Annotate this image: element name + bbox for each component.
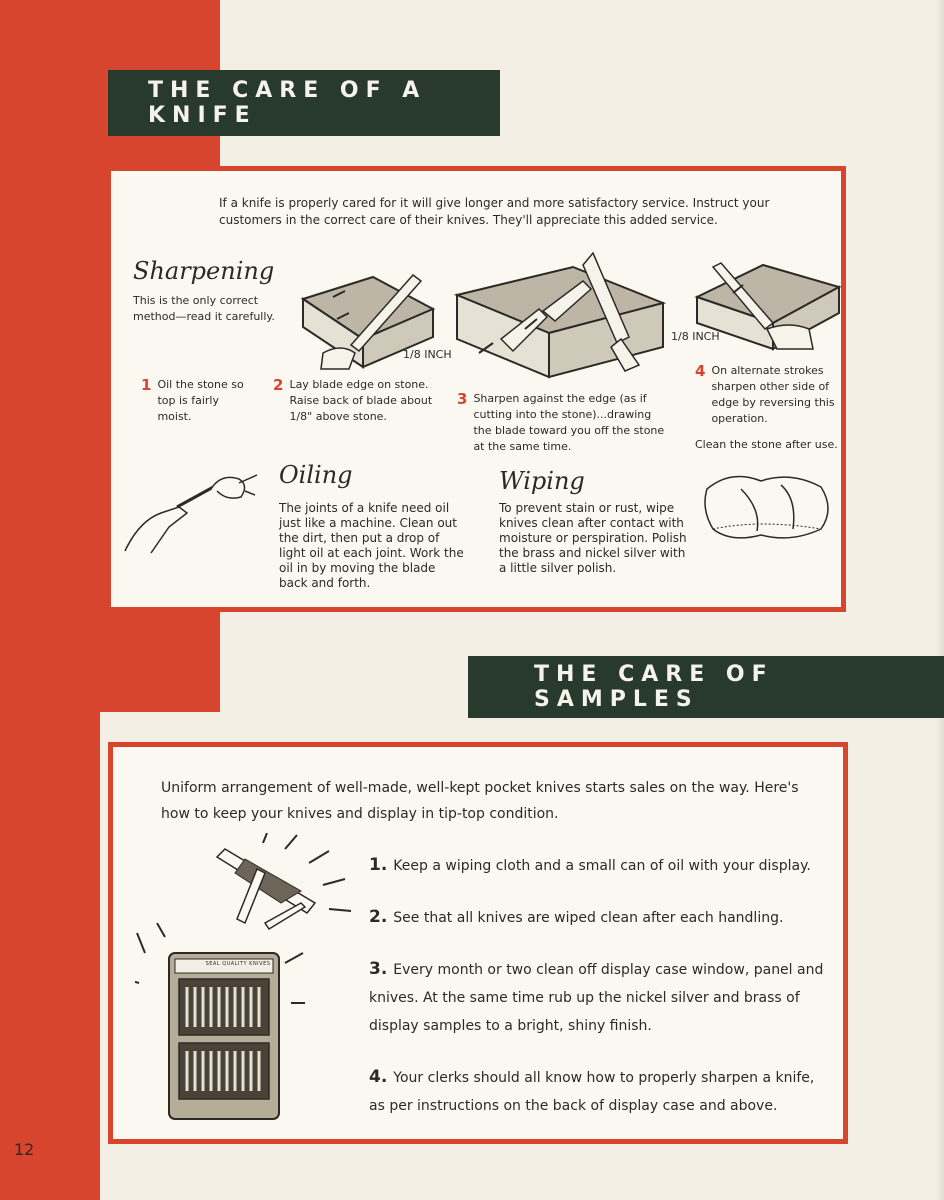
sample-item-3: 3.Every month or two clean off display c… <box>369 955 829 1040</box>
item-3-number: 3. <box>369 959 388 979</box>
samples-care-panel: Uniform arrangement of well-made, well-k… <box>108 742 848 1144</box>
clean-stone-note: Clean the stone after use. <box>695 438 838 451</box>
sample-item-1: 1. Keep a wiping cloth and a small can of… <box>369 851 829 880</box>
wiping-cloth-illustration <box>701 469 841 549</box>
oiling-text: The joints of a knife need oil just like… <box>279 501 464 590</box>
inch-label-2: 1/8 INCH <box>671 330 720 343</box>
care-of-knife-banner: THE CARE OF A KNIFE <box>108 70 500 136</box>
sharpening-step-4: 4 On alternate strokes sharpen other sid… <box>695 363 835 427</box>
step-4-number: 4 <box>695 362 706 380</box>
stone-three-knives-illustration <box>453 247 673 387</box>
knife-intro: If a knife is properly cared for it will… <box>219 196 770 227</box>
inch-label-1: 1/8 INCH <box>403 348 452 361</box>
step-3-number: 3 <box>457 390 468 408</box>
step-1-text: Oil the stone so top is fairly moist. <box>157 378 244 423</box>
step-3-text: Sharpen against the edge (as if cutting … <box>473 392 665 453</box>
sharpening-step-2: 2 Lay blade edge on stone. Raise back of… <box>273 377 433 425</box>
step-4-text: On alternate strokes sharpen other side … <box>711 364 835 425</box>
display-case-label: SEAL QUALITY KNIVES <box>205 961 271 967</box>
page-number: 12 <box>14 1140 35 1159</box>
item-4-number: 4. <box>369 1067 388 1087</box>
display-case-illustration <box>135 923 305 1133</box>
step-1-number: 1 <box>141 376 152 394</box>
sharpening-step-1: 1 Oil the stone so top is fairly moist. <box>141 377 251 425</box>
wiping-heading: Wiping <box>499 467 585 495</box>
sharpening-heading: Sharpening <box>133 257 275 285</box>
item-1-text: Keep a wiping cloth and a small can of o… <box>393 858 811 874</box>
sample-item-2: 2. See that all knives are wiped clean af… <box>369 903 829 932</box>
samples-intro: Uniform arrangement of well-made, well-k… <box>161 780 799 822</box>
care-of-samples-title: THE CARE OF SAMPLES <box>534 662 774 712</box>
page-edge-shadow <box>936 0 944 1200</box>
shiny-knife-illustration <box>205 833 365 953</box>
knife-care-panel: If a knife is properly cared for it will… <box>106 166 846 612</box>
item-4-text: Your clerks should all know how to prope… <box>369 1070 815 1114</box>
stone-knife-illustration-2 <box>693 257 843 367</box>
step-2-number: 2 <box>273 376 284 394</box>
red-border-bottom <box>0 712 100 1200</box>
wiping-text: To prevent stain or rust, wipe knives cl… <box>499 501 687 575</box>
sharpening-step-3: 3 Sharpen against the edge (as if cuttin… <box>457 391 667 455</box>
item-3-text: Every month or two clean off display cas… <box>369 962 824 1034</box>
care-of-knife-title: THE CARE OF A KNIFE <box>148 78 427 128</box>
care-of-samples-banner: THE CARE OF SAMPLES <box>468 656 944 718</box>
oiling-heading: Oiling <box>279 461 353 489</box>
step-2-text: Lay blade edge on stone. Raise back of b… <box>289 378 433 423</box>
item-1-number: 1. <box>369 855 388 875</box>
oiling-hand-illustration <box>121 461 261 561</box>
stone-knife-illustration-1 <box>293 269 443 379</box>
sharpening-subtext: This is the only correct method—read it … <box>133 294 275 323</box>
item-2-number: 2. <box>369 907 388 927</box>
sample-item-4: 4.Your clerks should all know how to pro… <box>369 1063 829 1120</box>
item-2-text: See that all knives are wiped clean afte… <box>393 910 784 926</box>
